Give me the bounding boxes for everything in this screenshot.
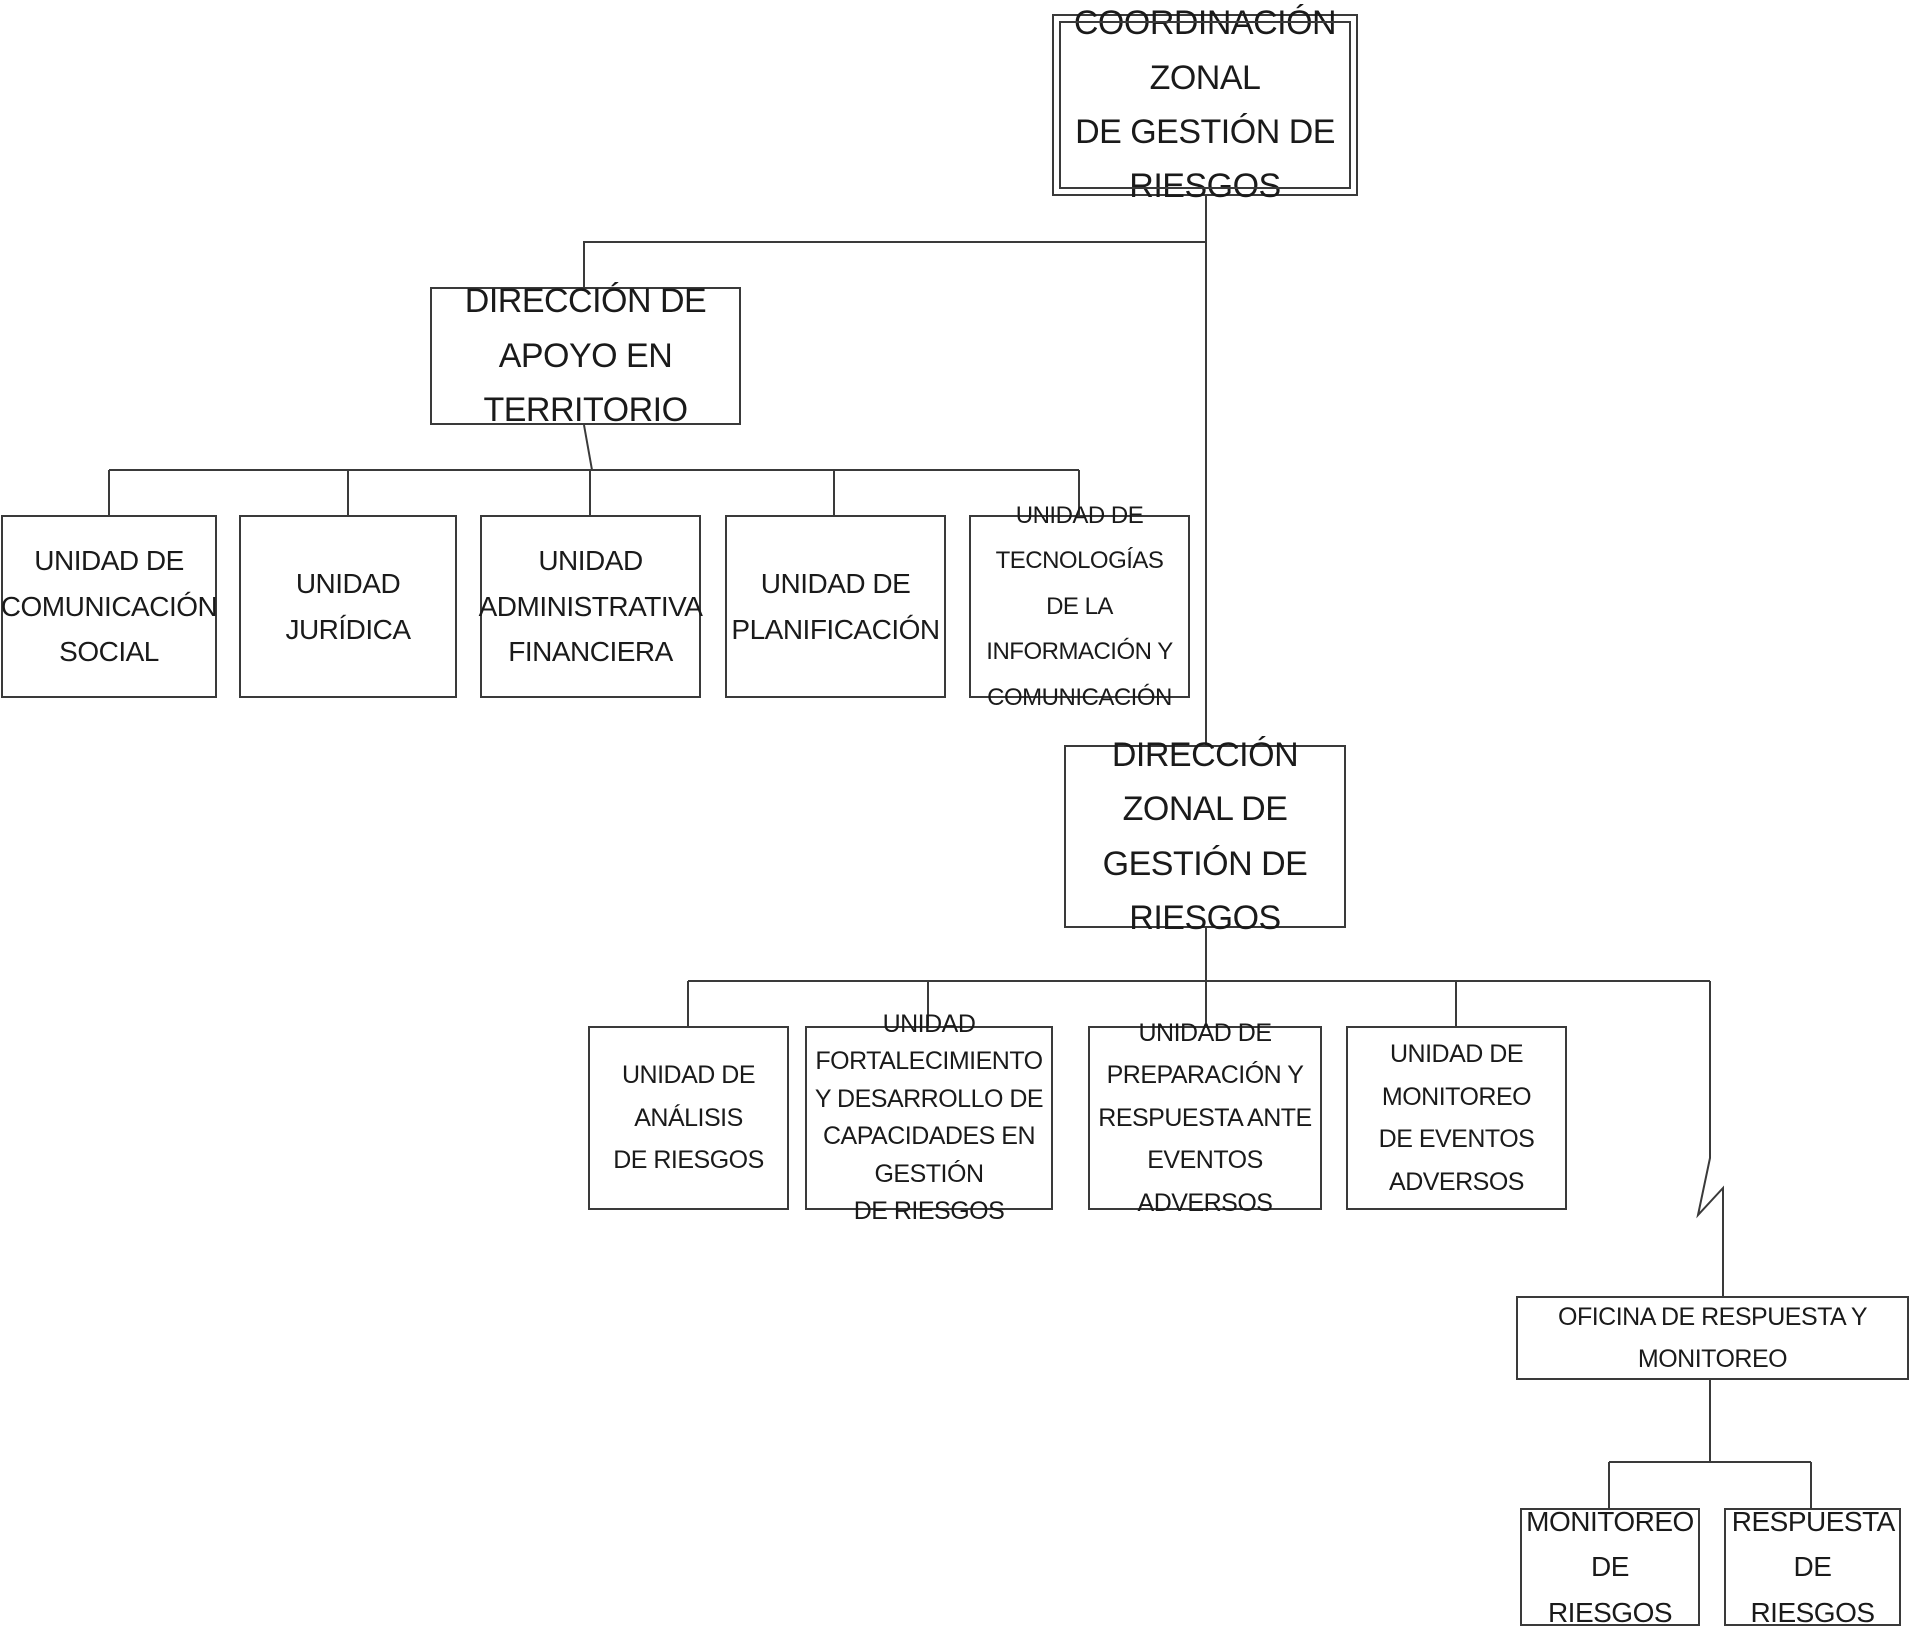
node-respuesta-riesgos-label: RESPUESTA DE RIESGOS — [1731, 1505, 1896, 1628]
node-unidad-analisis-riesgos: UNIDAD DE ANÁLISIS DE RIESGOS — [588, 1026, 789, 1210]
node-unidad-tecnologias-label: UNIDAD DE TECNOLOGÍAS DE LA INFORMACIÓN … — [986, 501, 1173, 711]
node-unidad-monitoreo-eventos: UNIDAD DE MONITOREO DE EVENTOS ADVERSOS — [1346, 1026, 1567, 1210]
node-unidad-monitoreo-eventos-label: UNIDAD DE MONITOREO DE EVENTOS ADVERSOS — [1378, 1040, 1535, 1196]
connector-apoyo-units — [108, 469, 1080, 515]
node-direccion-zonal-gestion-riesgos-label: DIRECCIÓN ZONAL DE GESTIÓN DE RIESGOS — [1102, 735, 1308, 937]
node-unidad-administrativa-financiera-label: UNIDAD ADMINISTRATIVA FINANCIERA — [478, 545, 703, 668]
node-oficina-respuesta-monitoreo-label: OFICINA DE RESPUESTA Y MONITOREO — [1558, 1302, 1868, 1374]
node-monitoreo-riesgos: MONITOREO DE RIESGOS — [1520, 1506, 1700, 1628]
connector-oficina-children — [1608, 1380, 1812, 1508]
node-direccion-apoyo-territorio-label: DIRECCIÓN DE APOYO EN TERRITORIO — [464, 282, 707, 430]
node-unidad-preparacion-respuesta: UNIDAD DE PREPARACIÓN Y RESPUESTA ANTE E… — [1088, 1019, 1322, 1217]
node-coordinacion-zonal: COORDINACIÓN ZONAL DE GESTIÓN DE RIESGOS — [1052, 4, 1358, 205]
node-monitoreo-riesgos-label: MONITOREO DE RIESGOS — [1526, 1505, 1694, 1628]
node-unidad-juridica: UNIDAD JURÍDICA — [239, 515, 457, 698]
node-unidad-planificacion: UNIDAD DE PLANIFICACIÓN — [725, 515, 946, 698]
node-oficina-respuesta-monitoreo: OFICINA DE RESPUESTA Y MONITOREO — [1516, 1296, 1909, 1380]
node-unidad-planificacion-label: UNIDAD DE PLANIFICACIÓN — [731, 568, 940, 645]
node-unidad-comunicacion-social-label: UNIDAD DE COMUNICACIÓN SOCIAL — [0, 545, 218, 668]
node-respuesta-riesgos: RESPUESTA DE RIESGOS — [1724, 1506, 1901, 1628]
node-unidad-preparacion-respuesta-label: UNIDAD DE PREPARACIÓN Y RESPUESTA ANTE E… — [1098, 1018, 1312, 1217]
node-direccion-apoyo-territorio: DIRECCIÓN DE APOYO EN TERRITORIO — [430, 282, 741, 429]
connector-zonal-bus — [687, 928, 1710, 1026]
node-unidad-juridica-label: UNIDAD JURÍDICA — [285, 568, 411, 645]
node-unidad-fortalecimiento-capacidades: UNIDAD FORTALECIMIENTO Y DESARROLLO DE C… — [805, 1010, 1053, 1225]
connector-apoyo-bus — [583, 424, 593, 471]
node-direccion-zonal-gestion-riesgos: DIRECCIÓN ZONAL DE GESTIÓN DE RIESGOS — [1064, 736, 1346, 937]
connector-to-oficina — [1696, 981, 1724, 1296]
node-unidad-fortalecimiento-capacidades-label: UNIDAD FORTALECIMIENTO Y DESARROLLO DE C… — [814, 1009, 1044, 1226]
connector-to-apoyo — [583, 241, 1206, 287]
node-coordinacion-zonal-label: COORDINACIÓN ZONAL DE GESTIÓN DE RIESGOS — [1073, 4, 1337, 206]
node-unidad-comunicacion-social: UNIDAD DE COMUNICACIÓN SOCIAL — [0, 515, 218, 698]
node-unidad-tecnologias: UNIDAD DE TECNOLOGÍAS DE LA INFORMACIÓN … — [969, 502, 1190, 711]
node-unidad-administrativa-financiera: UNIDAD ADMINISTRATIVA FINANCIERA — [478, 515, 703, 698]
node-unidad-analisis-riesgos-label: UNIDAD DE ANÁLISIS DE RIESGOS — [613, 1061, 764, 1175]
